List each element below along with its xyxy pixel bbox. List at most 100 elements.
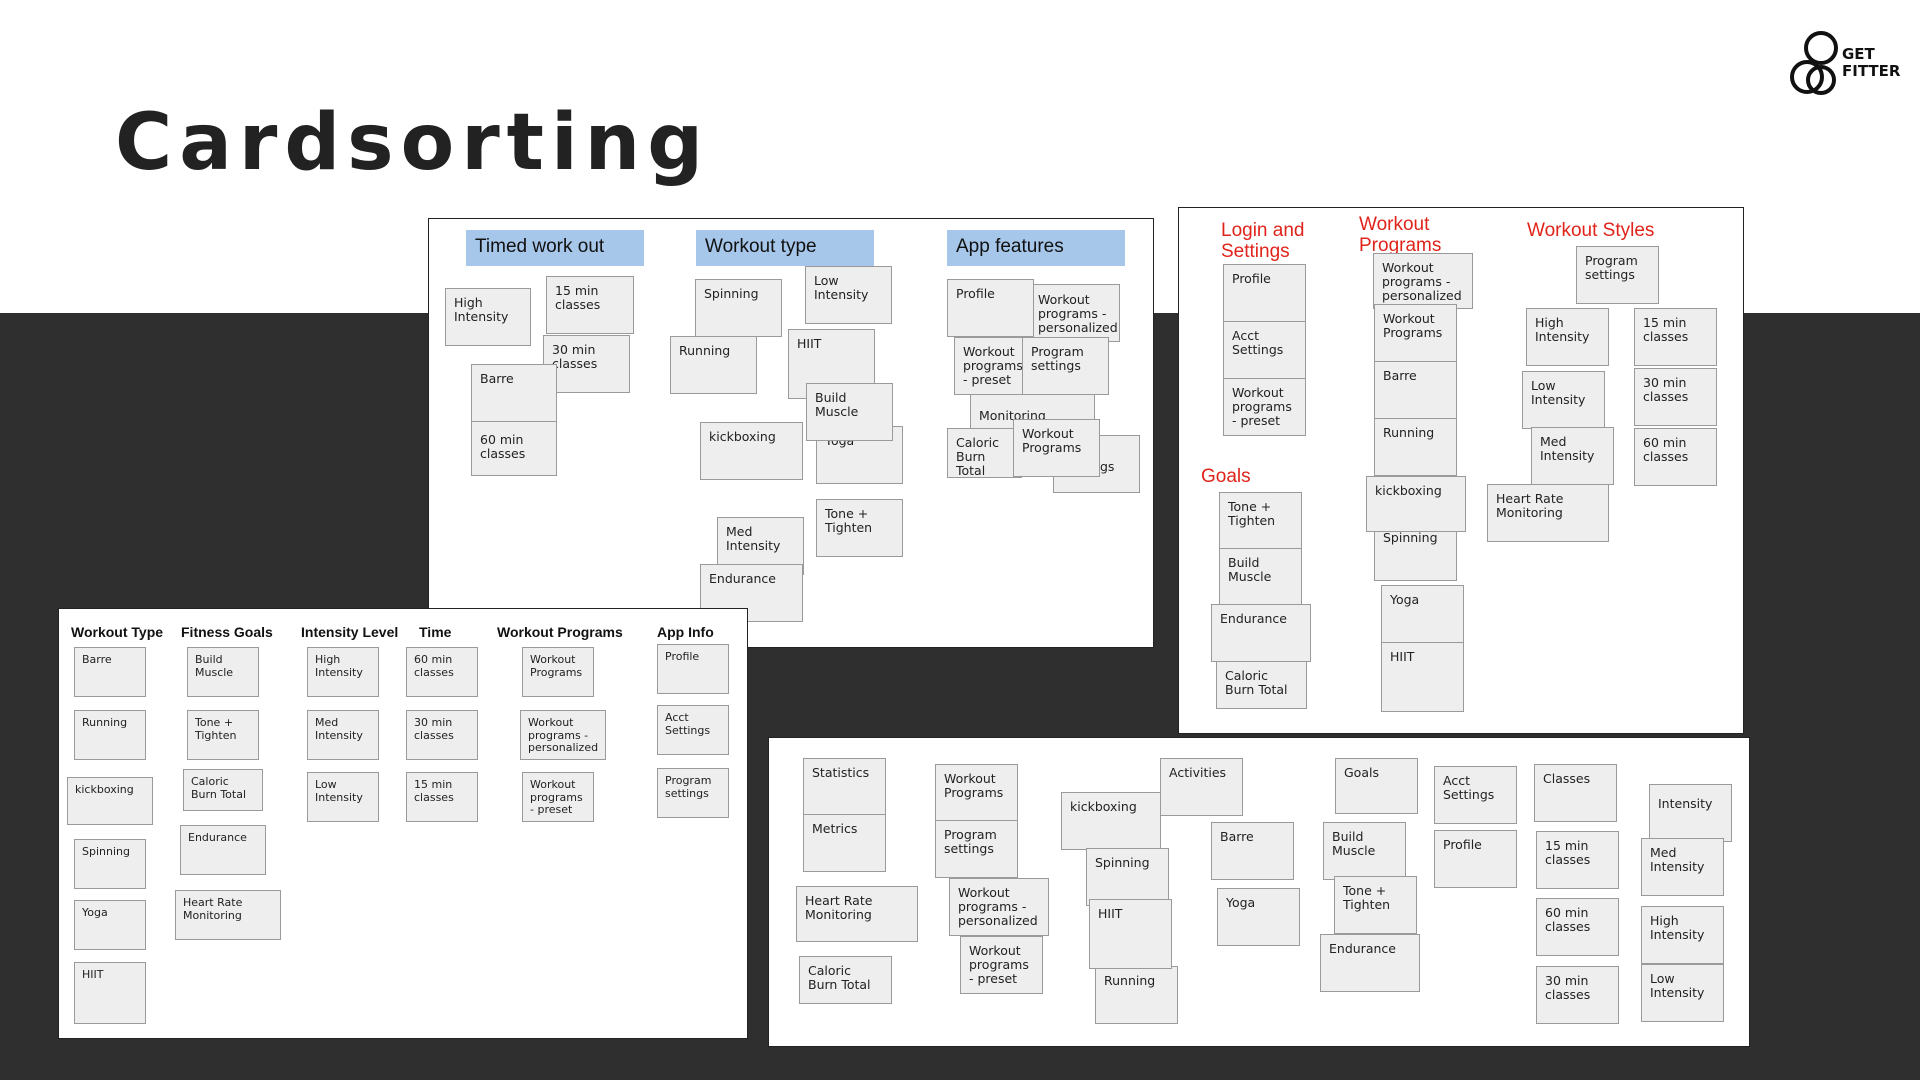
card-program-settings[interactable]: Program settings	[1576, 246, 1659, 304]
card-endurance[interactable]: Endurance	[1211, 604, 1311, 662]
card-yoga[interactable]: Yoga	[1381, 585, 1464, 643]
card-workout-programs[interactable]: Workout Programs	[1374, 304, 1457, 362]
card-60-min-classes[interactable]: 60 min classes	[471, 418, 557, 476]
header-app-features: App features	[947, 230, 1125, 266]
card-30-min-classes[interactable]: 30 min classes	[543, 335, 630, 393]
card-statistics[interactable]: Statistics	[803, 758, 886, 816]
panel-timed-workout-board: Timed work out Workout type App features…	[428, 218, 1154, 648]
card-build-muscle[interactable]: Build Muscle	[187, 647, 259, 697]
card-spinning[interactable]: Spinning	[1374, 523, 1457, 581]
card-30-min-classes[interactable]: 30 min classes	[1634, 368, 1717, 426]
card-high-intensity[interactable]: High Intensity	[1526, 308, 1609, 366]
card-caloric-burn-total[interactable]: Caloric Burn Total	[183, 769, 263, 811]
card-build-muscle[interactable]: Build Muscle	[806, 383, 893, 441]
card-tone-tighten[interactable]: Tone + Tighten	[187, 710, 259, 760]
card-kickboxing[interactable]: kickboxing	[1061, 792, 1161, 850]
card-workout-programs-preset[interactable]: Workout programs - preset	[954, 337, 1029, 395]
card-med-intensity[interactable]: Med Intensity	[1531, 427, 1614, 485]
card-running[interactable]: Running	[1095, 966, 1178, 1024]
card-barre[interactable]: Barre	[1374, 361, 1457, 419]
card-15-min-classes[interactable]: 15 min classes	[1634, 308, 1717, 366]
card-spinning[interactable]: Spinning	[74, 839, 146, 889]
card-low-intensity[interactable]: Low Intensity	[805, 266, 892, 324]
card-hiit[interactable]: HIIT	[1089, 899, 1172, 969]
card-med-intensity[interactable]: Med Intensity	[1641, 838, 1724, 896]
col-header-workout-programs: Workout Programs	[497, 624, 623, 640]
card-15-min-classes[interactable]: 15 min classes	[546, 276, 634, 334]
infinity-mark-icon	[1790, 31, 1838, 95]
slide-title: Cardsorting	[115, 98, 711, 188]
card-tone-tighten[interactable]: Tone + Tighten	[816, 499, 903, 557]
card-endurance[interactable]: Endurance	[180, 825, 266, 875]
card-goals[interactable]: Goals	[1335, 758, 1418, 814]
card-workout-programs-preset[interactable]: Workout programs - preset	[960, 936, 1043, 994]
card-hiit[interactable]: HIIT	[74, 962, 146, 1024]
card-acct-settings[interactable]: Acct Settings	[1434, 766, 1517, 824]
card-program-settings[interactable]: Program settings	[1022, 337, 1109, 395]
card-tone-tighten[interactable]: Tone + Tighten	[1219, 492, 1302, 550]
card-activities[interactable]: Activities	[1160, 758, 1243, 816]
card-intensity[interactable]: Intensity	[1649, 784, 1732, 842]
card-15-min-classes[interactable]: 15 min classes	[406, 772, 478, 822]
card-profile[interactable]: Profile	[1223, 264, 1306, 322]
card-yoga[interactable]: Yoga	[74, 900, 146, 950]
card-workout-programs[interactable]: Workout Programs	[522, 647, 594, 697]
card-spinning[interactable]: Spinning	[1086, 848, 1169, 906]
card-30-min-classes[interactable]: 30 min classes	[406, 710, 478, 760]
card-acct-settings[interactable]: Acct Settings	[1223, 321, 1306, 379]
card-acct-settings[interactable]: Acct Settings	[657, 705, 729, 755]
card-heart-rate-monitoring[interactable]: Heart Rate Monitoring	[1487, 484, 1609, 542]
card-yoga[interactable]: Yoga	[1217, 888, 1300, 946]
card-workout-programs-personalized[interactable]: Workout programs - personalized	[520, 710, 606, 760]
card-60-min-classes[interactable]: 60 min classes	[406, 647, 478, 697]
card-barre[interactable]: Barre	[74, 647, 146, 697]
card-low-intensity[interactable]: Low Intensity	[1641, 964, 1724, 1022]
card-kickboxing[interactable]: kickboxing	[1366, 476, 1466, 532]
card-metrics[interactable]: Metrics	[803, 814, 886, 872]
card-low-intensity[interactable]: Low Intensity	[1522, 371, 1605, 429]
card-low-intensity[interactable]: Low Intensity	[307, 772, 379, 822]
card-caloric-burn-total[interactable]: Caloric Burn Total	[799, 956, 892, 1004]
card-profile[interactable]: Profile	[657, 644, 729, 694]
card-workout-programs-personalized[interactable]: Workout programs - personalized	[949, 878, 1049, 936]
header-workout-programs: Workout Programs	[1359, 214, 1442, 256]
card-heart-rate-monitoring[interactable]: Heart Rate Monitoring	[796, 886, 918, 942]
card-hiit[interactable]: HIIT	[1381, 642, 1464, 712]
card-kickboxing[interactable]: kickboxing	[700, 422, 803, 480]
card-workout-programs-preset[interactable]: Workout programs - preset	[522, 772, 594, 822]
panel-activities-classes-board: Statistics Metrics Heart Rate Monitoring…	[768, 737, 1750, 1047]
card-profile[interactable]: Profile	[1434, 830, 1517, 888]
card-15-min-classes[interactable]: 15 min classes	[1536, 831, 1619, 889]
card-caloric-burn-total[interactable]: Caloric Burn Total	[947, 428, 1022, 478]
card-classes[interactable]: Classes	[1534, 764, 1617, 822]
card-kickboxing[interactable]: kickboxing	[67, 777, 153, 825]
card-workout-programs[interactable]: Workout Programs	[935, 764, 1018, 822]
card-program-settings[interactable]: Program settings	[935, 820, 1018, 878]
card-program-settings[interactable]: Program settings	[657, 768, 729, 818]
card-60-min-classes[interactable]: 60 min classes	[1634, 428, 1717, 486]
card-workout-programs-personalized[interactable]: Workout programs - personalized	[1027, 284, 1120, 342]
card-workout-programs-personalized[interactable]: Workout programs - personalized	[1373, 253, 1473, 309]
card-60-min-classes[interactable]: 60 min classes	[1536, 898, 1619, 956]
col-header-time: Time	[419, 624, 452, 640]
card-heart-rate-monitoring[interactable]: Heart Rate Monitoring	[175, 890, 281, 940]
card-running[interactable]: Running	[1374, 418, 1457, 476]
card-tone-tighten[interactable]: Tone + Tighten	[1334, 876, 1417, 934]
card-endurance[interactable]: Endurance	[1320, 934, 1420, 992]
card-workout-programs-preset[interactable]: Workout programs - preset	[1223, 378, 1306, 436]
card-30-min-classes[interactable]: 30 min classes	[1536, 966, 1619, 1024]
card-build-muscle[interactable]: Build Muscle	[1323, 822, 1406, 880]
card-running[interactable]: Running	[74, 710, 146, 760]
card-high-intensity[interactable]: High Intensity	[307, 647, 379, 697]
card-build-muscle[interactable]: Build Muscle	[1219, 548, 1302, 606]
card-profile[interactable]: Profile	[947, 279, 1034, 337]
card-caloric-burn-total[interactable]: Caloric Burn Total	[1216, 661, 1307, 709]
card-med-intensity[interactable]: Med Intensity	[307, 710, 379, 760]
card-workout-programs[interactable]: Workout Programs	[1013, 419, 1100, 477]
card-high-intensity[interactable]: High Intensity	[1641, 906, 1724, 964]
card-barre[interactable]: Barre	[1211, 822, 1294, 880]
card-running[interactable]: Running	[670, 336, 757, 394]
card-high-intensity[interactable]: High Intensity	[445, 288, 531, 346]
card-spinning[interactable]: Spinning	[695, 279, 782, 337]
card-barre[interactable]: Barre	[471, 364, 557, 422]
